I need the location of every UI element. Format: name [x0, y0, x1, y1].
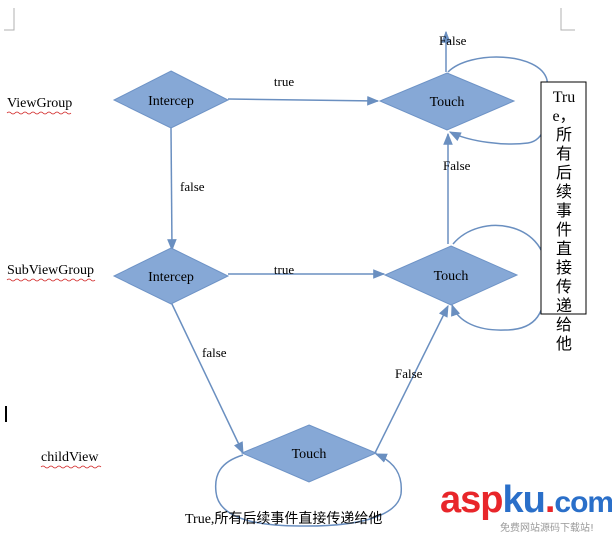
spellcheck-underline: [6, 111, 72, 115]
edge-label-false: False: [443, 158, 471, 173]
watermark-com: com: [554, 486, 612, 519]
edge-label-true: true: [274, 262, 294, 277]
edge-label-false: false: [180, 179, 205, 194]
bottom-note: True,所有后续事件直接传递给他: [185, 510, 382, 527]
node-label: Intercep: [148, 270, 194, 285]
watermark-subtitle: 免费网站源码下载站!: [500, 523, 595, 534]
touch-node-subviewgroup: [383, 245, 519, 306]
self-loop-touch3: [214, 453, 403, 527]
note-box: [540, 81, 587, 315]
watermark-asp: asp: [440, 479, 503, 521]
watermark-logo: aspku.com: [440, 478, 612, 525]
row-label-childview: childView: [41, 450, 99, 465]
edge-intercept1-to-intercept2: [167, 127, 177, 252]
touch-node-childview: [240, 424, 378, 483]
page-corner-mark-left: [4, 8, 15, 31]
edge-label-true: true: [274, 74, 294, 89]
edge-label-false: false: [202, 345, 227, 360]
watermark-ku: ku: [502, 479, 545, 521]
touch-node-viewgroup: [378, 72, 516, 131]
edge-intercept1-to-touch1: [227, 96, 380, 106]
intercept-node-viewgroup: [112, 70, 230, 129]
row-label-subviewgroup: SubViewGroup: [7, 263, 94, 278]
row-label-viewgroup: ViewGroup: [7, 96, 72, 111]
node-label: Touch: [292, 447, 327, 462]
node-label: Intercep: [148, 94, 194, 109]
spellcheck-underline: [6, 278, 96, 282]
vertical-note-text: True，所有后续事件直接传递给他: [552, 89, 576, 353]
edge-label-false: False: [439, 33, 467, 48]
node-label: Touch: [434, 269, 469, 284]
edge-intercept2-to-touch3: [170, 301, 244, 455]
edge-label-false: False: [395, 366, 423, 381]
node-label: Touch: [430, 95, 465, 110]
text-cursor: [5, 406, 7, 422]
intercept-node-subviewgroup: [112, 247, 230, 305]
page-corner-mark-right: [560, 8, 575, 31]
edge-touch3-to-touch2: [374, 304, 449, 454]
watermark-dot: .: [544, 479, 556, 521]
spellcheck-underline: [40, 465, 102, 469]
